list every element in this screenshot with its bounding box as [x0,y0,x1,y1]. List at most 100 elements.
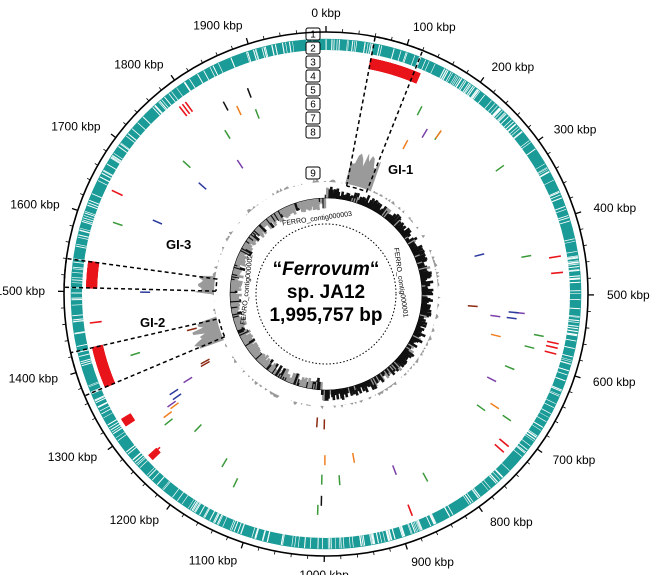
cds-gap [535,163,546,170]
cds-gap [444,507,450,518]
cds-gap [417,519,423,531]
cds-gap [463,83,471,94]
cds-gap [339,537,341,549]
cds-gap [282,42,285,54]
cds-gap [100,408,111,415]
cds-gap [371,533,374,545]
major-tick [406,38,410,46]
cds-gap [564,238,575,242]
cds-gap [492,107,501,116]
feature-mark [221,458,228,468]
cds-gap [513,130,523,139]
cds-gap [551,386,562,392]
gc-skew-baseline [229,197,423,391]
cds-gap [498,113,507,122]
cds-gap [463,495,470,505]
cds-gap [168,93,176,103]
genome-size: 1,995,757 bp [269,305,382,326]
cds-gap [212,65,219,76]
major-tick [70,371,77,376]
cds-gap [385,530,390,542]
cds-gap [568,269,580,272]
cds-gap [549,190,560,196]
cds-gap [87,202,99,208]
feature-mark [338,475,341,486]
island-mark [545,344,558,350]
track-key-number: 6 [310,100,316,111]
island-mark [546,340,559,345]
track-key-box [305,125,321,139]
track-key-number: 4 [310,72,316,83]
feature-mark [186,327,197,332]
track-key-9: 9 [305,166,321,180]
outer-scale-ring [63,31,589,557]
feature-mark [391,465,398,476]
cds-gap [458,79,466,90]
cds-gap [117,434,127,442]
track-key-number: 3 [310,58,316,69]
cds-gap [567,257,579,260]
cds-gap [549,391,560,397]
cds-gap [525,432,536,441]
cds-gap [194,503,202,514]
feature-mark [164,418,173,426]
track-key-number: 7 [310,114,316,125]
cds-gap [527,431,537,439]
cds-gap [361,535,364,547]
cds-gap [505,121,515,130]
cds-gap [131,128,141,137]
cds-gap [520,140,530,148]
cds-gap [441,69,447,80]
track-key-number: 2 [310,44,316,55]
cds-gap [229,519,235,531]
cds-gap [75,243,87,247]
cds-gap [254,528,259,539]
island-mark [178,106,188,117]
cds-gap [492,108,502,117]
cds-gap [566,333,578,337]
cds-gap [261,47,265,59]
cds-gap [240,523,245,535]
cds-gap [507,123,517,132]
track-key-box [305,41,321,55]
major-tick [479,77,485,83]
cds-gap [110,423,120,431]
cds-gap [97,402,108,409]
cds-gap [292,41,295,53]
cds-gap [71,282,83,284]
cds-gap [495,469,504,478]
cds-gap [531,424,542,431]
cds-gap [567,324,579,327]
scale-label-300: 300 kbp [554,122,597,136]
cds-gap [77,349,89,353]
cds-gap [565,338,577,342]
cds-gap [163,96,172,106]
cds-gap [551,197,563,203]
cds-gap [444,506,451,517]
cds-gap [355,40,358,52]
cds-gap [391,528,396,540]
feature-mark [315,417,319,428]
cds-gap [513,131,523,139]
cds-gap [99,405,110,412]
cds-gap [291,535,294,547]
cds-gap [80,358,91,363]
cds-gap [216,514,223,525]
cds-gap [247,51,252,63]
cds-gap [271,44,275,56]
major-tick [166,504,171,510]
cds-gap [83,215,94,219]
cds-gap [462,82,470,93]
feature-mark [502,414,512,422]
cds-gap [172,488,180,498]
cds-gap [557,371,568,376]
cds-gap [189,500,197,510]
cds-gap [81,219,93,224]
cds-gap [363,41,366,53]
feature-mark [467,304,478,308]
cds-gap [90,387,101,393]
cds-gap [450,74,457,85]
feature-mark [224,129,231,140]
cds-gap [76,343,88,348]
